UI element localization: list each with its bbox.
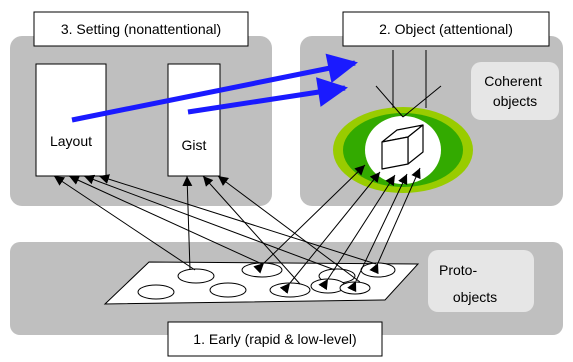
proto-objects-line1: Proto- (439, 262, 477, 278)
coherent-objects-label: Coherent objects (484, 73, 545, 109)
proto-objects-label-box (428, 250, 534, 312)
proto-object (137, 284, 175, 300)
proto-objects-label: Proto- objects (439, 262, 497, 305)
early-title-box (167, 321, 383, 357)
gist-box (167, 63, 221, 177)
cube-icon (381, 124, 424, 170)
setting-title-box (33, 11, 249, 47)
gist-to-object-arrow (187, 77, 348, 115)
proto-object (339, 281, 371, 295)
gist-label: Gist (182, 137, 207, 153)
early-title: 1. Early (rapid & low-level) (193, 331, 356, 347)
proto-object (310, 278, 346, 294)
coherent-objects-line1: Coherent (484, 73, 542, 89)
proto-object (209, 282, 247, 298)
proto-object (360, 262, 396, 278)
proto-object (177, 268, 215, 284)
proto-object (269, 282, 311, 298)
attention-descent-lines (375, 50, 442, 118)
layout-box (35, 63, 107, 177)
layout-label: Layout (50, 133, 92, 149)
setting-title: 3. Setting (nonattentional) (61, 21, 221, 37)
proto-object (241, 262, 283, 278)
coherent-objects-label-box (471, 62, 559, 120)
proto-object-coherence-arrows (253, 164, 421, 294)
layout-to-object-arrow (71, 53, 358, 123)
proto-objects-line2: objects (453, 289, 497, 305)
object-title: 2. Object (attentional) (379, 21, 513, 37)
coherent-objects-line2: objects (493, 93, 537, 109)
object-title-box (342, 11, 550, 47)
